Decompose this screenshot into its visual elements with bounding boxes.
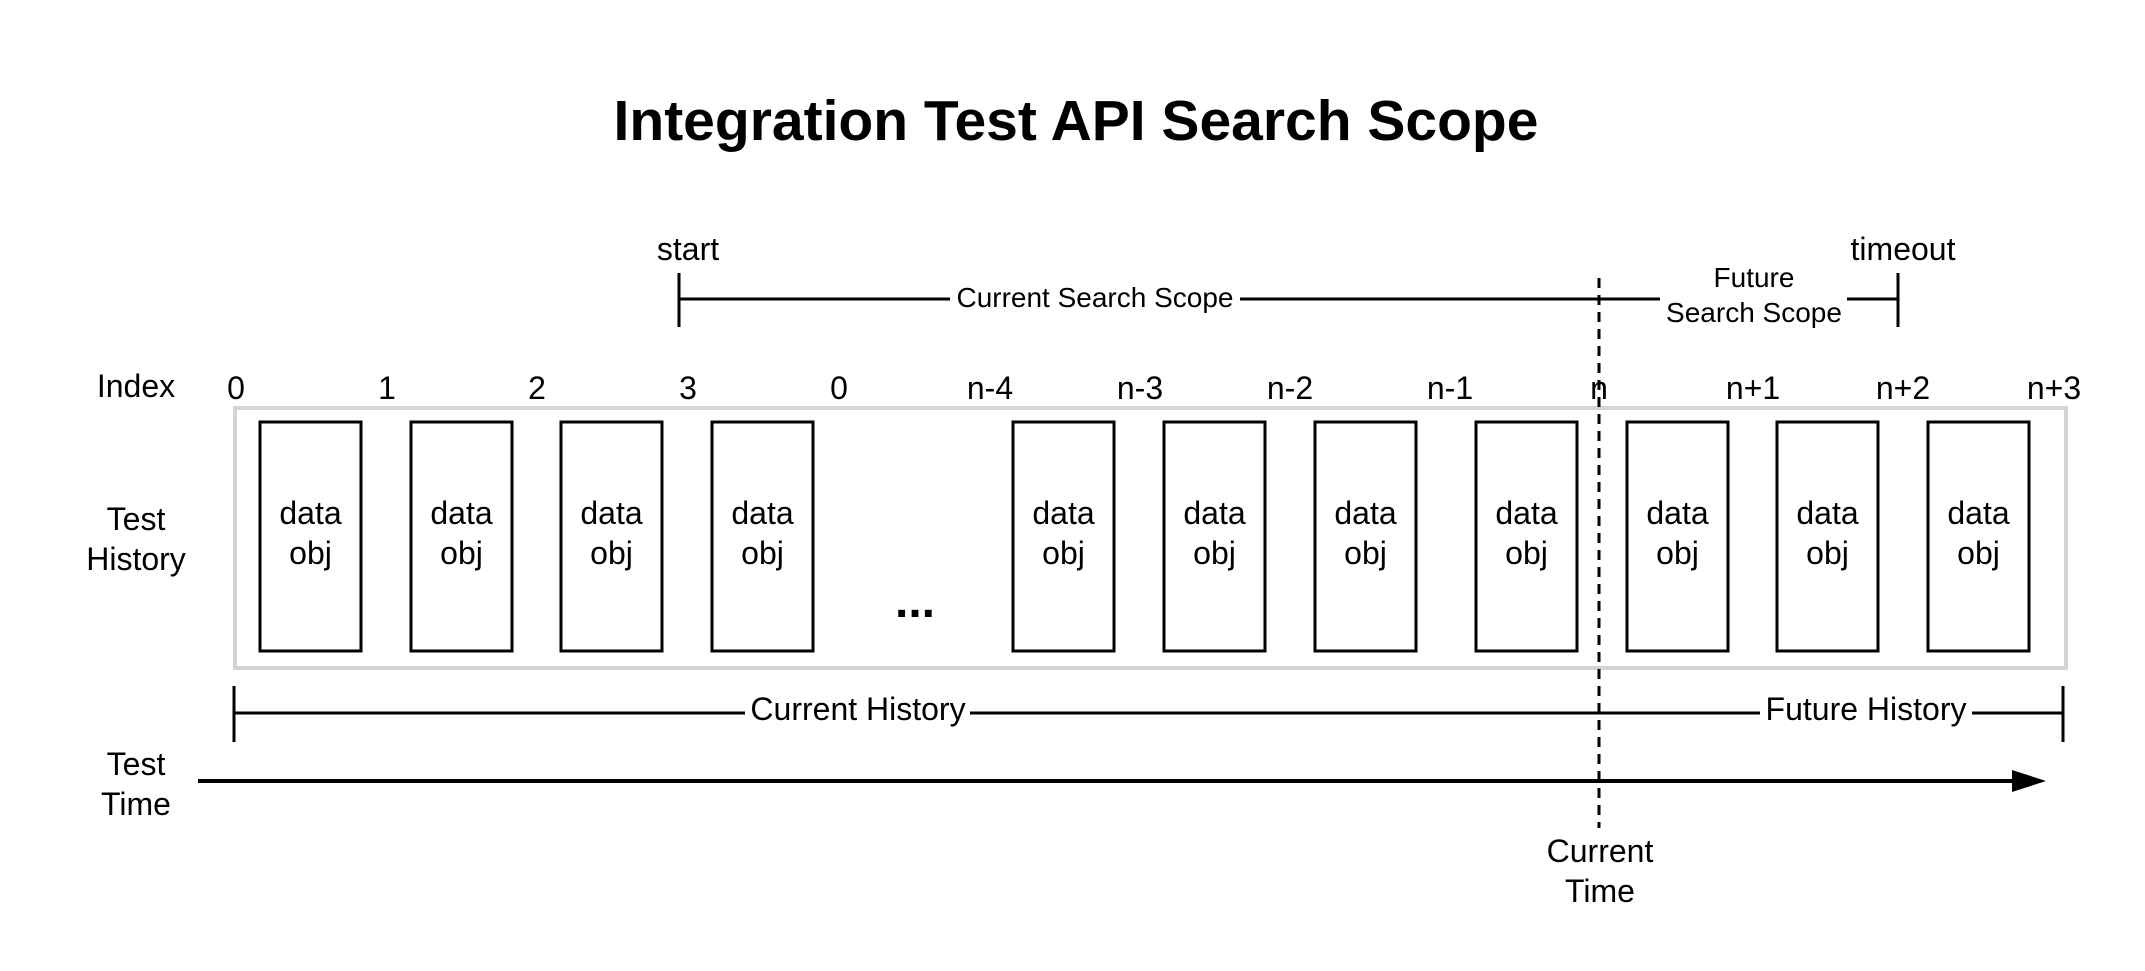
- history-ellipsis: ...: [895, 575, 935, 628]
- diagram-title: Integration Test API Search Scope: [614, 89, 1539, 153]
- data-object-label: data: [1646, 495, 1708, 531]
- data-object-rect: [559, 420, 664, 653]
- data-object-box: data obj: [258, 420, 363, 653]
- current-time-label-line2: Time: [1565, 873, 1635, 909]
- row-label-test-history-line1: Test: [107, 501, 166, 537]
- row-label-test-time-line2: Time: [101, 786, 171, 822]
- data-object-rect: [1775, 420, 1880, 653]
- data-object-label: data: [1334, 495, 1396, 531]
- data-object-box: data obj: [1162, 420, 1267, 653]
- data-object-rect: [258, 420, 363, 653]
- data-object-rect: [1474, 420, 1579, 653]
- data-object-label: data: [279, 495, 341, 531]
- data-object-box: data obj: [559, 420, 664, 653]
- index-label: 0: [227, 370, 245, 406]
- data-object-box: data obj: [1313, 420, 1418, 653]
- scope-timeout-label: timeout: [1851, 231, 1956, 267]
- data-objects: data obj data obj data obj data obj data obj data o…: [258, 420, 2031, 653]
- future-search-scope-label-line1: Future: [1714, 262, 1795, 293]
- data-object-rect: [1011, 420, 1116, 653]
- future-history-label: Future History: [1766, 691, 1967, 727]
- row-label-index: Index: [97, 368, 175, 404]
- future-search-scope-label-line2: Search Scope: [1666, 297, 1842, 328]
- data-object-label: obj: [1505, 535, 1548, 571]
- data-object-label: data: [731, 495, 793, 531]
- data-object-label: obj: [590, 535, 633, 571]
- index-label: n-2: [1267, 370, 1313, 406]
- data-object-label: obj: [1957, 535, 2000, 571]
- index-label: 0: [830, 370, 848, 406]
- data-object-label: data: [580, 495, 642, 531]
- current-time-label-line1: Current: [1547, 833, 1654, 869]
- data-object-box: data obj: [1926, 420, 2031, 653]
- index-label: 1: [378, 370, 396, 406]
- index-label: 2: [528, 370, 546, 406]
- data-object-box: data obj: [1474, 420, 1579, 653]
- index-label: n-4: [967, 370, 1013, 406]
- data-object-box: data obj: [1625, 420, 1730, 653]
- data-object-label: obj: [1042, 535, 1085, 571]
- data-object-label: obj: [741, 535, 784, 571]
- data-object-box: data obj: [710, 420, 815, 653]
- data-object-label: data: [1183, 495, 1245, 531]
- data-object-label: obj: [1656, 535, 1699, 571]
- current-history-label: Current History: [750, 691, 965, 727]
- index-label: n-3: [1117, 370, 1163, 406]
- data-object-rect: [1625, 420, 1730, 653]
- data-object-label: obj: [289, 535, 332, 571]
- data-object-label: obj: [1193, 535, 1236, 571]
- test-history-container: [233, 406, 2068, 670]
- index-label: n+3: [2027, 370, 2081, 406]
- data-object-label: data: [1495, 495, 1557, 531]
- data-object-box: data obj: [409, 420, 514, 653]
- data-object-rect: [1162, 420, 1267, 653]
- index-label: n-1: [1427, 370, 1473, 406]
- index-label: n+2: [1876, 370, 1930, 406]
- data-object-label: obj: [1344, 535, 1387, 571]
- current-search-scope-label: Current Search Scope: [956, 282, 1233, 313]
- data-object-label: data: [1947, 495, 2009, 531]
- data-object-label: data: [1032, 495, 1094, 531]
- data-object-label: data: [430, 495, 492, 531]
- history-bracket: [232, 686, 2065, 742]
- index-label: 3: [679, 370, 697, 406]
- data-object-box: data obj: [1775, 420, 1880, 653]
- data-object-rect: [1926, 420, 2031, 653]
- test-time-arrow-head: [2012, 770, 2046, 792]
- data-object-label: data: [1796, 495, 1858, 531]
- row-label-test-history-line2: History: [86, 541, 186, 577]
- scope-start-label: start: [657, 231, 719, 267]
- data-object-rect: [710, 420, 815, 653]
- data-object-rect: [1313, 420, 1418, 653]
- data-object-label: obj: [1806, 535, 1849, 571]
- search-scope-bracket: [677, 273, 1900, 327]
- row-label-test-time-line1: Test: [107, 746, 166, 782]
- index-label: n+1: [1726, 370, 1780, 406]
- data-object-rect: [409, 420, 514, 653]
- data-object-label: obj: [440, 535, 483, 571]
- data-object-box: data obj: [1011, 420, 1116, 653]
